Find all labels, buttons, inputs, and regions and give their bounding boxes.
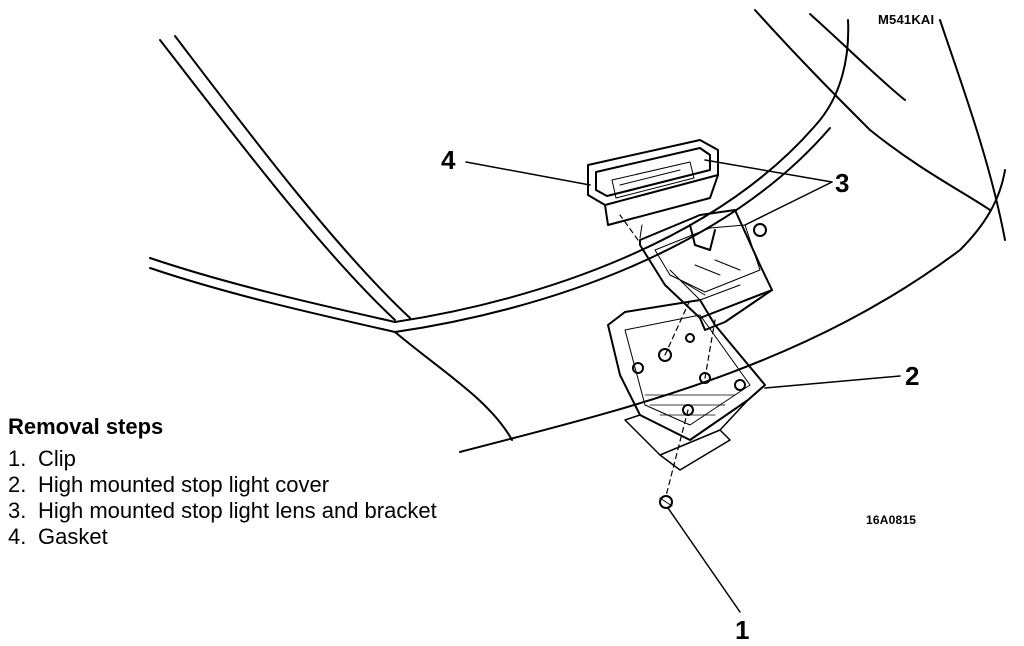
step-text: Clip <box>38 446 76 471</box>
step-text: Gasket <box>38 524 108 549</box>
step-number: 4. <box>8 524 27 549</box>
drawing-code: M541KAI <box>878 12 935 27</box>
list-item: 1. Clip <box>8 446 468 472</box>
assembly-dashed-lines <box>619 214 716 497</box>
callout-label-4: 4 <box>441 145 456 175</box>
stop-light-cover-part <box>607 299 766 471</box>
callout-label-3: 3 <box>835 168 850 198</box>
step-text: High mounted stop light cover <box>38 472 330 497</box>
list-item: 2. High mounted stop light cover <box>8 472 468 498</box>
step-number: 1. <box>8 446 27 471</box>
clip-part <box>659 495 673 509</box>
vehicle-body-outline <box>149 9 1006 453</box>
callout-label-1: 1 <box>735 615 750 645</box>
list-item: 4. Gasket <box>8 524 468 550</box>
step-number: 3. <box>8 498 27 523</box>
removal-steps: Removal steps 1. Clip 2. High mounted st… <box>8 414 468 550</box>
leader-lines <box>465 159 901 613</box>
step-number: 2. <box>8 472 27 497</box>
figure-code: 16A0815 <box>866 513 917 527</box>
gasket-part <box>587 139 719 226</box>
removal-steps-title: Removal steps <box>8 414 164 439</box>
callout-label-2: 2 <box>905 361 920 391</box>
list-item: 3. High mounted stop light lens and brac… <box>8 498 468 524</box>
removal-steps-list: 1. Clip 2. High mounted stop light cover… <box>8 446 468 550</box>
step-text: High mounted stop light lens and bracket <box>38 498 437 523</box>
